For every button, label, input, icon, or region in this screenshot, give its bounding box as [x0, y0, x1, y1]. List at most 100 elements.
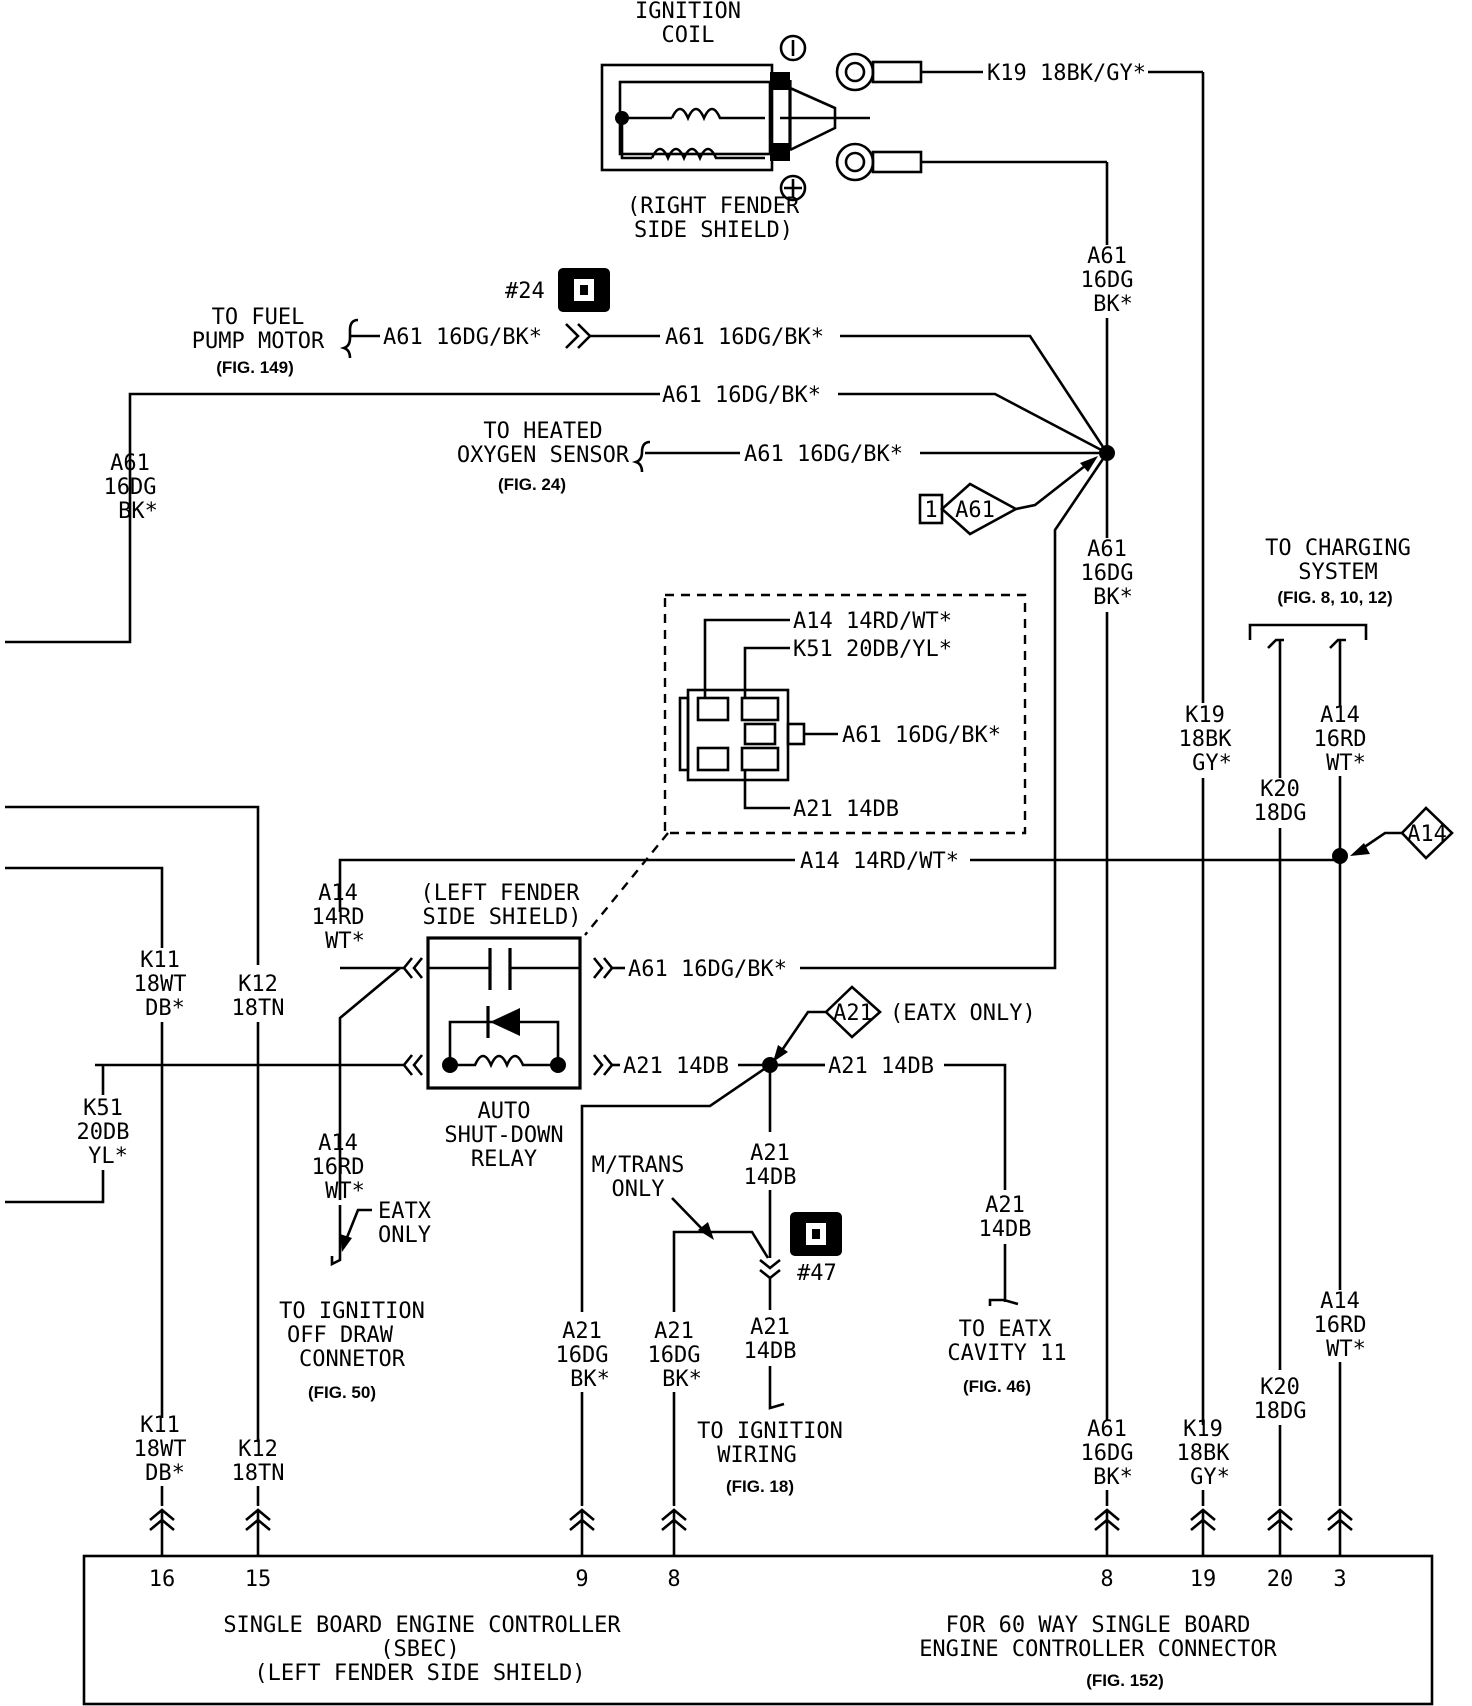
pin-connector-15: [245, 1508, 271, 1556]
relay-diode-leads: [448, 1020, 560, 1065]
pin-connector-8a: [661, 1508, 687, 1556]
fuel-pump-wire-end: [339, 318, 359, 359]
k19-vertical-l3: GY*: [1192, 751, 1232, 776]
fuel-pump-wire-right: A61 16DG/BK*: [665, 325, 824, 350]
charging-bracket: [1248, 623, 1368, 640]
ign-wiring-wire-end: [768, 1400, 785, 1410]
ign-off-fig: (FIG. 50): [308, 1383, 376, 1402]
splice-callout-a14-arrow: [1350, 843, 1370, 856]
coil-primary-winding: [622, 107, 765, 122]
eatx-dest-2: CAVITY 11: [947, 1341, 1066, 1366]
fuel-pump-fig: (FIG. 149): [216, 358, 293, 377]
a14-lower-l2: 16RD: [1314, 1313, 1367, 1338]
k11-upper-l2: 18WT: [134, 972, 187, 997]
wire-a21-mtrans: [672, 1230, 770, 1312]
k19-vertical-l1: K19: [1185, 703, 1225, 728]
a14-ignoff-wire-end: [330, 1250, 342, 1267]
k19-vertical-l2: 18BK: [1179, 727, 1233, 752]
bottom-k11-l2: 18WT: [134, 1437, 187, 1462]
k11-upper-l3: DB*: [145, 996, 185, 1021]
charging-fig: (FIG. 8, 10, 12): [1277, 588, 1392, 607]
connector-24-icon-pin: [580, 285, 588, 295]
a61-coil-l2: 16DG: [1081, 268, 1134, 293]
k51-l1: K51: [83, 1096, 123, 1121]
relay-name-1: AUTO: [478, 1099, 531, 1124]
coil-title-1: IGNITION: [635, 0, 741, 24]
a21-pin8-l1: A21: [654, 1319, 694, 1344]
heated-o2-wire-end: [631, 440, 651, 473]
a14-ignoff-l3: WT*: [325, 1179, 365, 1204]
controller-left-2: (SBEC): [380, 1637, 459, 1662]
splice-callout-a61-arrow: [1080, 456, 1098, 472]
pin-9: 9: [575, 1567, 588, 1592]
splice-callout-a21-diamond: [824, 985, 882, 1039]
bottom-k19-l3: GY*: [1190, 1465, 1230, 1490]
ignition-coil: IGNITION COIL (RIGHT FENDER SIDE SHIELD): [600, 0, 923, 243]
wire-k51-left: [5, 1170, 105, 1204]
k11-upper-l1: K11: [140, 948, 180, 973]
relay-name-3: RELAY: [471, 1147, 537, 1172]
relay-cavity-3: [696, 746, 730, 772]
controller-left-3: (LEFT FENDER SIDE SHIELD): [254, 1661, 585, 1686]
inset-wire-k51: [743, 646, 790, 698]
k12-upper-l2: 18TN: [232, 996, 285, 1021]
k19-coil-label: K19 18BK/GY*: [987, 61, 1146, 86]
inset-a14-label: A14 14RD/WT*: [793, 609, 952, 634]
a21-pin9-l1: A21: [562, 1319, 602, 1344]
mtrans-l1: M/TRANS: [592, 1153, 685, 1178]
splice-callout-a61-leader: [1015, 460, 1091, 511]
relay-location-2: SIDE SHIELD): [423, 905, 582, 930]
a61-left-l1: A61: [110, 451, 150, 476]
pin-16: 16: [149, 1567, 176, 1592]
inset-wire-a21: [743, 770, 790, 810]
k20-upper-l1: K20: [1260, 777, 1300, 802]
bottom-a61-l3: BK*: [1093, 1465, 1133, 1490]
pin-3: 3: [1333, 1567, 1346, 1592]
a61-long-label: A61 16DG/BK*: [662, 383, 821, 408]
k12-upper-l1: K12: [238, 972, 278, 997]
relay-cavity-5: [743, 722, 777, 746]
fuel-pump-wire-left: A61 16DG/BK*: [383, 325, 542, 350]
a14-ignoff-note-1: EATX: [378, 1199, 432, 1224]
ign-wiring-dest-1: TO IGNITION: [697, 1419, 843, 1444]
splice-callout-a21-arrow: [773, 1045, 788, 1062]
a14-horizontal-label: A14 14RD/WT*: [800, 849, 959, 874]
coil-location-2: SIDE SHIELD): [634, 218, 793, 243]
ign-wiring-fig: (FIG. 18): [726, 1477, 794, 1496]
splice-callout-a14-leader: [1359, 831, 1402, 852]
pin-connector-3: [1327, 1508, 1353, 1556]
a21-mid-l1: A21: [750, 1141, 790, 1166]
relay-connector-side: [678, 696, 690, 772]
splice-callout-a61-id: A61: [955, 498, 995, 523]
wire-a61-long-right: [838, 392, 1108, 455]
a21-pin8-l3: BK*: [662, 1367, 702, 1392]
bottom-a61-l2: 16DG: [1081, 1441, 1134, 1466]
a14-ignoff-note-arrow: [340, 1234, 352, 1252]
eatx-dest-1: TO EATX: [959, 1317, 1052, 1342]
a14-ignoff-note-leader: [344, 1208, 372, 1241]
connector-47-symbol: [759, 1258, 781, 1280]
splice-callout-a21-note: (EATX ONLY): [890, 1001, 1036, 1026]
coil-terminal-top: [770, 72, 790, 90]
connector-47-icon-pin: [812, 1229, 820, 1239]
pin-connector-20: [1267, 1508, 1293, 1556]
bottom-a61-l1: A61: [1087, 1417, 1127, 1442]
a61-left-l2: 16DG: [104, 475, 157, 500]
a61-coil-l3: BK*: [1093, 292, 1133, 317]
a21-pin8-l2: 16DG: [648, 1343, 701, 1368]
k20-lower-l1: K20: [1260, 1375, 1300, 1400]
coil-neg-symbol: [779, 34, 807, 62]
relay-connector-body: [686, 688, 790, 782]
a21-pin9-l2: 16DG: [556, 1343, 609, 1368]
wire-a61-to-relay: [800, 452, 1109, 970]
a21-to-eatx-label: A21 14DB: [828, 1054, 934, 1079]
a14-ignoff-l2: 16RD: [312, 1155, 365, 1180]
relay-cavity-2: [740, 696, 780, 722]
heated-o2-dest-1: TO HEATED: [483, 419, 602, 444]
a14-lower-l1: A14: [1320, 1289, 1360, 1314]
controller-right-fig: (FIG. 152): [1086, 1671, 1163, 1690]
ring-terminal-neg-barrel: [871, 60, 923, 84]
controller-box: [82, 1554, 1434, 1706]
k51-l3: YL*: [88, 1144, 128, 1169]
